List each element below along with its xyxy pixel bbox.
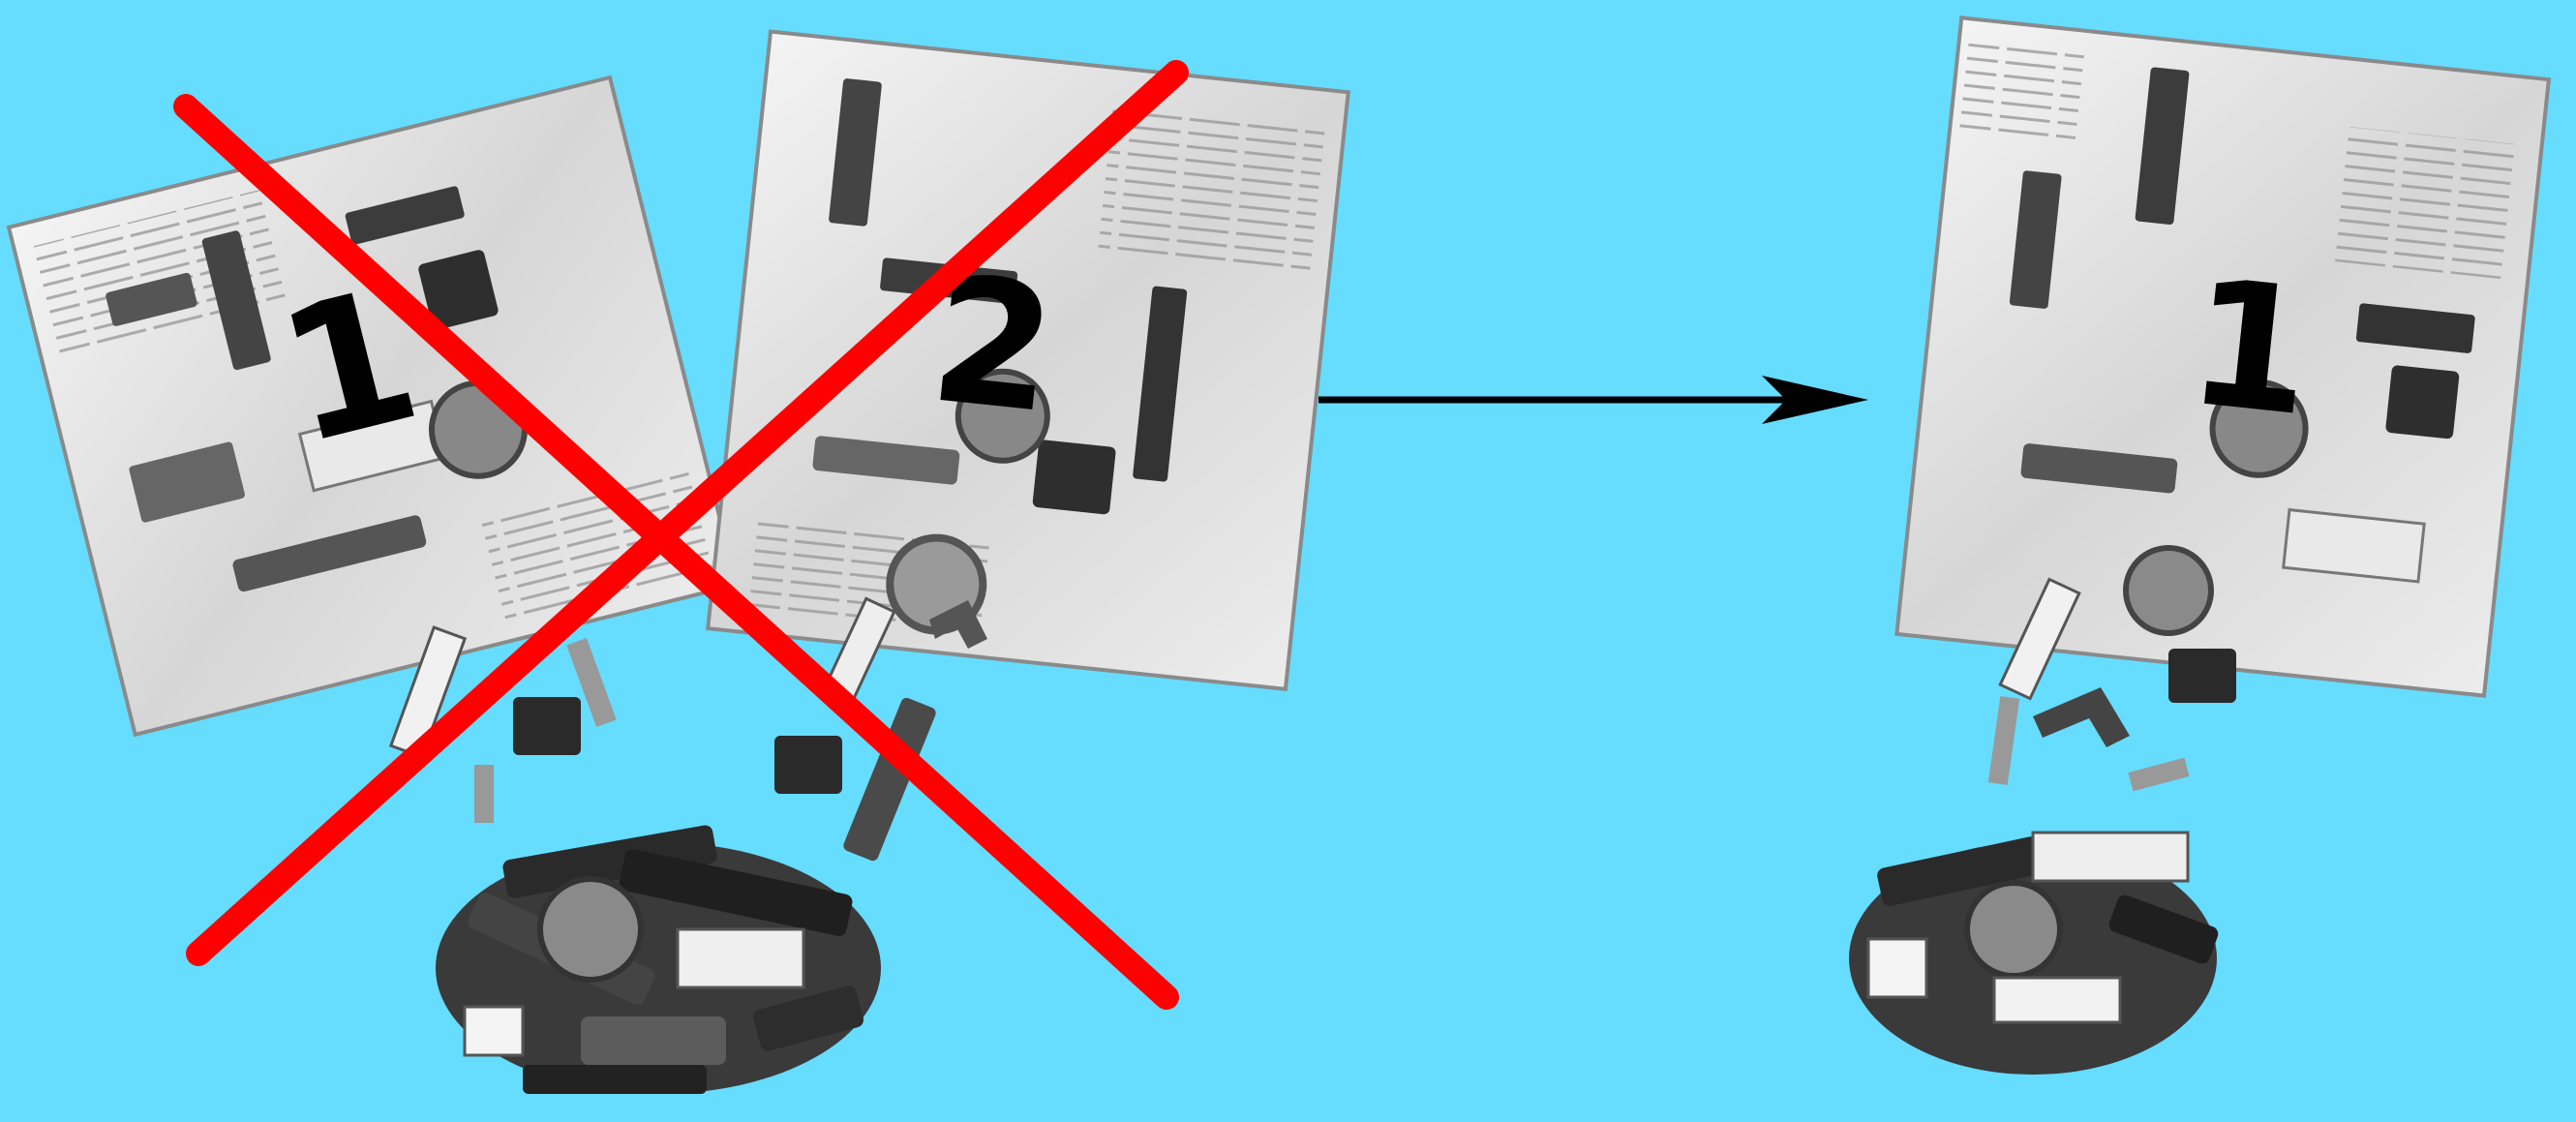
parts-bag-1-right: 1 (1896, 17, 2549, 695)
parts-pile-right (1849, 833, 2221, 1075)
bag-number-label: 1 (2180, 241, 2321, 455)
parts-bag-2: 2 (708, 32, 1349, 689)
